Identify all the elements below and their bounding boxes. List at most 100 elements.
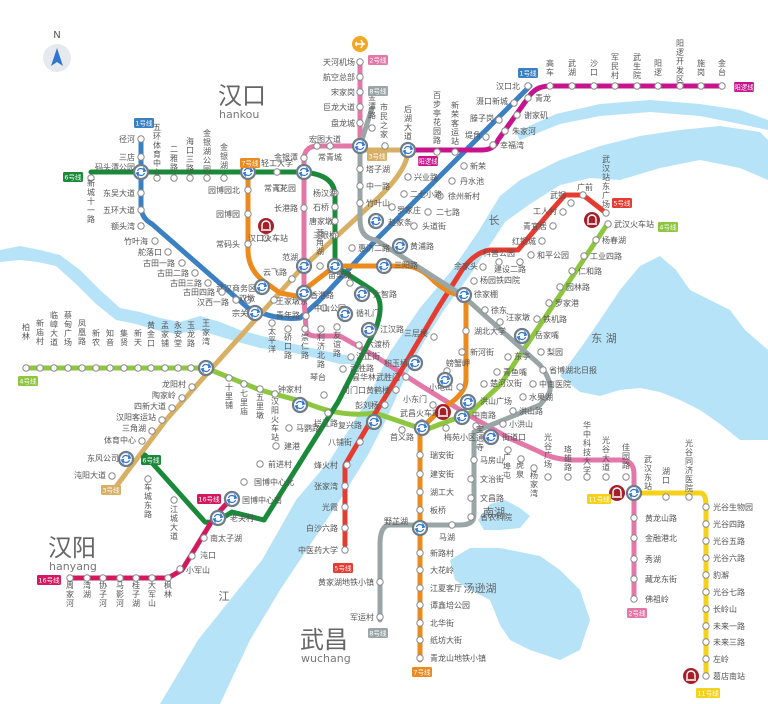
station-dot[interactable]: [482, 133, 490, 141]
station-dot[interactable]: [462, 327, 470, 335]
transfer-station[interactable]: [223, 490, 241, 508]
station[interactable]: 红钢城: [512, 236, 546, 246]
station-dot[interactable]: [178, 259, 186, 267]
station[interactable]: 白沙六路: [306, 523, 349, 533]
metro-line-line8[interactable]: [357, 105, 553, 623]
station-dot[interactable]: [137, 153, 145, 161]
station[interactable]: 古田三路: [170, 278, 212, 288]
station-dot[interactable]: [218, 288, 226, 296]
station-dot[interactable]: [416, 601, 424, 609]
station-dot[interactable]: [524, 94, 532, 102]
station-dot[interactable]: [493, 368, 501, 376]
transfer-station[interactable]: [406, 354, 424, 372]
station-dot[interactable]: [200, 534, 208, 542]
station-dot[interactable]: [356, 199, 364, 207]
station-dot[interactable]: [559, 208, 567, 216]
station-dot[interactable]: [240, 380, 248, 388]
station[interactable]: 常码头: [216, 239, 252, 249]
station-dot[interactable]: [702, 537, 710, 545]
transfer-station[interactable]: [253, 278, 271, 296]
station[interactable]: 仁和路: [568, 266, 602, 276]
station[interactable]: 瑞安街: [416, 450, 454, 460]
line-tag[interactable]: 5号线: [612, 198, 632, 208]
station[interactable]: 中南医院: [529, 379, 571, 389]
station[interactable]: 张家湾: [314, 481, 349, 491]
line-tag[interactable]: 16号线: [197, 494, 221, 504]
station-dot[interactable]: [456, 383, 464, 391]
station-dot[interactable]: [429, 401, 437, 409]
station[interactable]: 广前: [577, 182, 593, 199]
station[interactable]: 省博湖北日报: [539, 365, 597, 375]
station[interactable]: 中山公园: [314, 303, 346, 313]
station[interactable]: 广埠屯: [503, 446, 512, 480]
station-dot[interactable]: [83, 574, 91, 582]
station-dot[interactable]: [533, 315, 541, 323]
station[interactable]: 光谷五路: [702, 536, 745, 546]
station-dot[interactable]: [348, 244, 356, 252]
station[interactable]: 黄金口: [147, 320, 155, 372]
station[interactable]: 武生院: [633, 52, 641, 90]
station-dot[interactable]: [470, 277, 478, 285]
station[interactable]: 塔子湖: [356, 164, 390, 174]
station[interactable]: 彭刘杨: [355, 400, 389, 410]
transfer-station[interactable]: [513, 327, 531, 345]
station-dot[interactable]: [467, 494, 475, 502]
station[interactable]: 八铺街: [328, 437, 364, 447]
station-dot[interactable]: [300, 204, 308, 212]
station[interactable]: 大军山: [148, 574, 156, 608]
line-tag[interactable]: 11号线: [696, 688, 720, 698]
station-dot[interactable]: [546, 82, 554, 90]
station[interactable]: 汉西一路: [197, 296, 240, 307]
station-dot[interactable]: [176, 565, 184, 573]
station-dot[interactable]: [341, 503, 349, 511]
station-dot[interactable]: [137, 206, 145, 214]
station-dot[interactable]: [633, 82, 641, 90]
station-dot[interactable]: [702, 571, 710, 579]
station[interactable]: 小东门: [403, 394, 437, 409]
station-dot[interactable]: [356, 438, 364, 446]
station-dot[interactable]: [519, 393, 527, 401]
station-dot[interactable]: [489, 141, 497, 149]
station-dot[interactable]: [284, 325, 292, 333]
station[interactable]: 国博中心北: [240, 477, 294, 487]
station-dot[interactable]: [272, 442, 280, 450]
station-dot[interactable]: [324, 409, 332, 417]
station[interactable]: 昙华林武胜门: [352, 372, 410, 382]
station[interactable]: 菱角湖: [316, 228, 324, 270]
station[interactable]: 珞雄路: [564, 444, 572, 481]
station[interactable]: 科普公园: [483, 248, 515, 266]
transfer-station[interactable]: [436, 371, 454, 389]
station[interactable]: 拦江路: [314, 409, 338, 428]
station[interactable]: 湖工大: [416, 487, 454, 497]
station[interactable]: 马房山: [470, 455, 504, 465]
station[interactable]: 幸福湾: [489, 140, 524, 150]
station-dot[interactable]: [501, 127, 509, 135]
station[interactable]: 武湖: [568, 58, 576, 90]
station-dot[interactable]: [499, 420, 507, 428]
station-dot[interactable]: [355, 341, 363, 349]
station-dot[interactable]: [313, 142, 321, 150]
station[interactable]: 天河机场: [323, 57, 364, 67]
station[interactable]: 马鹦路: [285, 423, 320, 433]
station[interactable]: 建设二路: [494, 258, 526, 274]
station-dot[interactable]: [516, 258, 524, 266]
airport-icon[interactable]: [352, 36, 368, 52]
transfer-station[interactable]: [399, 141, 417, 159]
station-dot[interactable]: [604, 220, 612, 228]
station[interactable]: 光霞: [322, 502, 349, 512]
station-dot[interactable]: [381, 142, 389, 150]
station[interactable]: 汉口火车站: [248, 233, 288, 243]
station-dot[interactable]: [544, 473, 552, 481]
station[interactable]: 二七路: [424, 207, 460, 217]
station-dot[interactable]: [148, 574, 156, 582]
station[interactable]: 青年路: [276, 310, 310, 320]
station-dot[interactable]: [504, 353, 512, 361]
station-dot[interactable]: [186, 174, 194, 182]
station[interactable]: 高车: [546, 58, 554, 90]
station[interactable]: 园林路: [556, 282, 590, 292]
station-dot[interactable]: [240, 478, 248, 486]
station[interactable]: 金融港北: [630, 533, 677, 543]
station[interactable]: 知音: [106, 328, 114, 372]
